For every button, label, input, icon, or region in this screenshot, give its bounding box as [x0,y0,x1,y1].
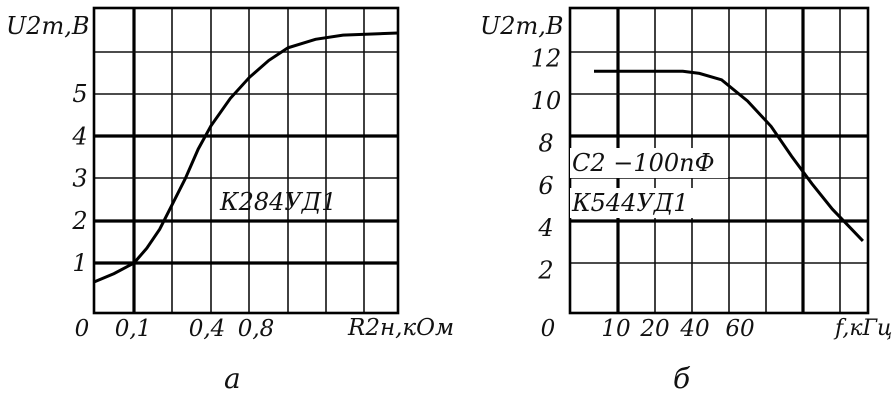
panel-b-y-tick-label: 6 [538,172,553,200]
panel-a-y-tick-label: 4 [71,122,87,150]
panel-a-x-tick-label: 0,1 [115,316,152,342]
panel-b-x-axis-label: f,кГц [833,316,892,341]
panel-b-x-tick-label: 60 [725,316,754,342]
panel-b-y-tick-label: 12 [531,45,562,73]
panel-b-series-line [594,69,864,242]
panel-a-x-tick-label: 0,8 [238,316,275,342]
panel-a-series-line [93,31,399,284]
panel-b-x-tick-label: 20 [639,316,669,342]
panel-a-x-tick-label: 0 [75,316,90,342]
panel-a-y-axis-label: U2m,В [6,12,90,40]
panel-a-frame [92,6,400,315]
panel-b-caption: б [673,362,691,395]
panel-b-y-ticks: 2 4 6 8 10 12 [531,45,562,285]
panel-a-y-ticks: 1 2 3 4 5 [71,80,87,277]
panel-b-y-tick-label: 8 [538,129,553,157]
panel-a-y-tick-label: 2 [71,207,87,235]
panel-b-x-ticks: 0 10 20 40 60 [541,316,755,342]
panel-b-series-label: К544УД1 [571,189,689,217]
panel-a-grid [94,8,398,313]
panel-a: 1 2 3 4 5 0 0,1 0,4 0,8 U2m,В R2н,кОм К284УД1 а [6,6,454,395]
panel-a-x-axis-label: R2н,кОм [347,315,454,341]
panel-a-y-tick-label: 3 [72,165,87,193]
panel-b-y-tick-label: 10 [531,87,562,115]
panel-b-y-tick-label: 4 [537,214,553,242]
panel-b-x-tick-label: 40 [679,316,709,342]
panel-a-x-ticks: 0 0,1 0,4 0,8 [75,316,275,342]
panel-a-x-tick-label: 0,4 [189,316,226,342]
panel-b-y-tick-label: 2 [537,257,553,285]
panel-b-series-label-backdrop [570,188,700,218]
panel-a-y-tick-label: 1 [72,249,87,277]
panel-a-y-tick-label: 5 [72,80,87,108]
panel-b-x-tick-label: 10 [601,316,630,342]
panel-a-caption: а [224,362,241,395]
panel-b: 2 4 6 8 10 12 0 10 20 40 60 U2m,В f,кГц C2 −100пФ… [480,6,892,395]
panel-b-x-tick-label: 0 [541,316,556,342]
panel-b-annotation-backdrop [570,148,728,178]
panel-b-y-axis-label: U2m,В [480,12,564,40]
panel-a-series-label: К284УД1 [219,188,337,216]
panel-b-annotation: C2 −100пФ [572,149,715,177]
